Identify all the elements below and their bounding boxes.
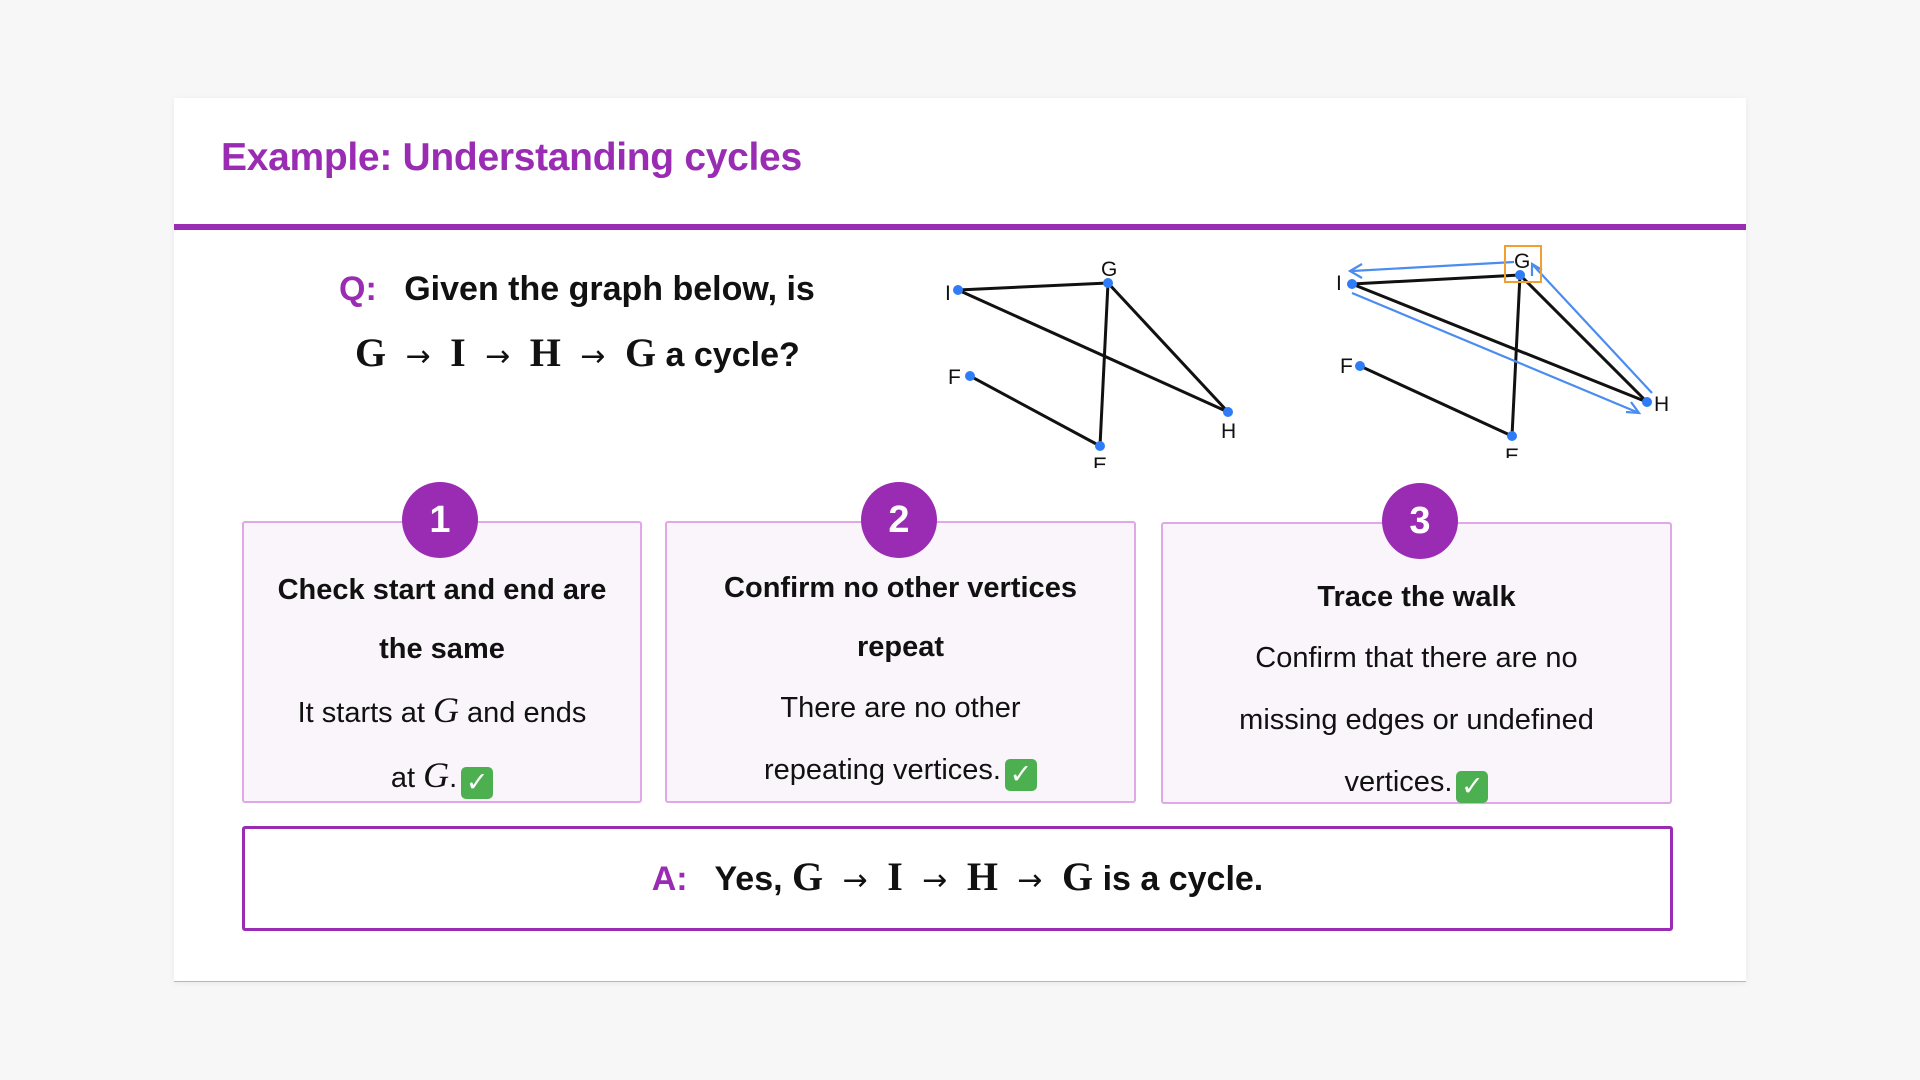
question-tag: Q: xyxy=(339,270,377,308)
path-arrow: → xyxy=(922,863,948,898)
step-body: There are no other repeating vertices.✓ xyxy=(667,677,1134,801)
path-arrow: → xyxy=(405,339,431,374)
edge-g-e xyxy=(1098,282,1110,447)
edge-i-g xyxy=(1351,273,1521,286)
step-number-badge: 2 xyxy=(861,482,937,558)
step-card-2: Confirm no other vertices repeat There a… xyxy=(665,521,1136,803)
answer-tag: A: xyxy=(651,860,688,898)
path-arrow: → xyxy=(842,863,868,898)
label-g: G xyxy=(1514,250,1530,273)
edge-f-e xyxy=(969,374,1101,448)
math-var: G xyxy=(423,755,450,795)
edge-i-h xyxy=(957,288,1229,414)
answer-prefix: Yes, xyxy=(714,860,783,898)
vertex-h xyxy=(1642,397,1652,407)
label-e: E xyxy=(1505,445,1519,458)
vertex-i xyxy=(953,285,963,295)
vertex-g xyxy=(1515,270,1525,280)
edge-i-h xyxy=(1351,282,1648,404)
step-heading: Check start and end are the same xyxy=(277,574,607,665)
label-h: H xyxy=(1654,393,1669,416)
edge-i-g xyxy=(957,281,1109,292)
label-f: F xyxy=(948,366,961,389)
graph-traced: I G F E H xyxy=(1334,238,1874,458)
step-body: Confirm that there are no missing edges … xyxy=(1239,642,1594,803)
label-h: H xyxy=(1221,420,1236,443)
vertex-e xyxy=(1095,441,1105,451)
edge-g-h xyxy=(1106,281,1230,414)
question-text: Given the graph below, is xyxy=(404,270,815,308)
step-card-1: Check start and end are the same It star… xyxy=(242,521,642,803)
path-vertex: G xyxy=(1061,854,1094,899)
path-vertex: G xyxy=(355,330,387,375)
math-var: G xyxy=(432,690,459,730)
vertex-f xyxy=(1355,361,1365,371)
check-mark-icon: ✓ xyxy=(1456,771,1489,803)
vertex-h xyxy=(1223,407,1233,417)
path-arrow: → xyxy=(580,339,606,374)
check-mark-icon: ✓ xyxy=(461,767,494,799)
question-path: G → I → H → G a cycle? xyxy=(355,329,1029,376)
title-divider xyxy=(174,224,1746,230)
label-g: G xyxy=(1101,258,1117,281)
path-vertex: H xyxy=(529,330,561,375)
path-vertex: G xyxy=(624,330,657,375)
start-vertex-highlight xyxy=(1504,245,1542,283)
edge-f-e xyxy=(1359,364,1513,438)
question-suffix: a cycle? xyxy=(665,336,800,374)
step-heading: Trace the walk xyxy=(1317,581,1516,613)
path-vertex: I xyxy=(887,854,903,899)
label-e: E xyxy=(1093,454,1107,468)
step-number-badge: 1 xyxy=(402,482,478,558)
vertex-g xyxy=(1103,278,1113,288)
path-arrow: → xyxy=(1017,863,1043,898)
edge-g-h xyxy=(1518,273,1649,404)
question-block: Q: Given the graph below, is G → I → H →… xyxy=(339,270,1029,376)
answer-box: A: Yes, G → I → H → G is a cycle. xyxy=(242,826,1673,931)
path-vertex: H xyxy=(966,854,998,899)
step-heading: Confirm no other vertices repeat xyxy=(724,572,1077,663)
check-mark-icon: ✓ xyxy=(1004,759,1037,791)
label-i: I xyxy=(1336,272,1342,295)
vertex-e xyxy=(1507,431,1517,441)
path-vertex: I xyxy=(450,330,466,375)
slide: Example: Understanding cycles Q: Given t… xyxy=(174,98,1746,982)
vertex-i xyxy=(1347,279,1357,289)
vertex-f xyxy=(965,371,975,381)
edge-g-e xyxy=(1510,274,1522,437)
label-i: I xyxy=(945,282,951,305)
label-f: F xyxy=(1340,355,1353,378)
step-body: It starts at G and ends at G.✓ xyxy=(297,690,587,799)
step-card-3: Trace the walk Confirm that there are no… xyxy=(1161,522,1672,804)
path-vertex: G xyxy=(792,854,824,899)
answer-suffix: is a cycle. xyxy=(1102,860,1264,898)
trace-path xyxy=(1347,260,1653,415)
step-number-badge: 3 xyxy=(1382,483,1458,559)
slide-title: Example: Understanding cycles xyxy=(221,136,802,179)
graph-original: I G F E H xyxy=(938,248,1478,468)
path-arrow: → xyxy=(485,339,511,374)
